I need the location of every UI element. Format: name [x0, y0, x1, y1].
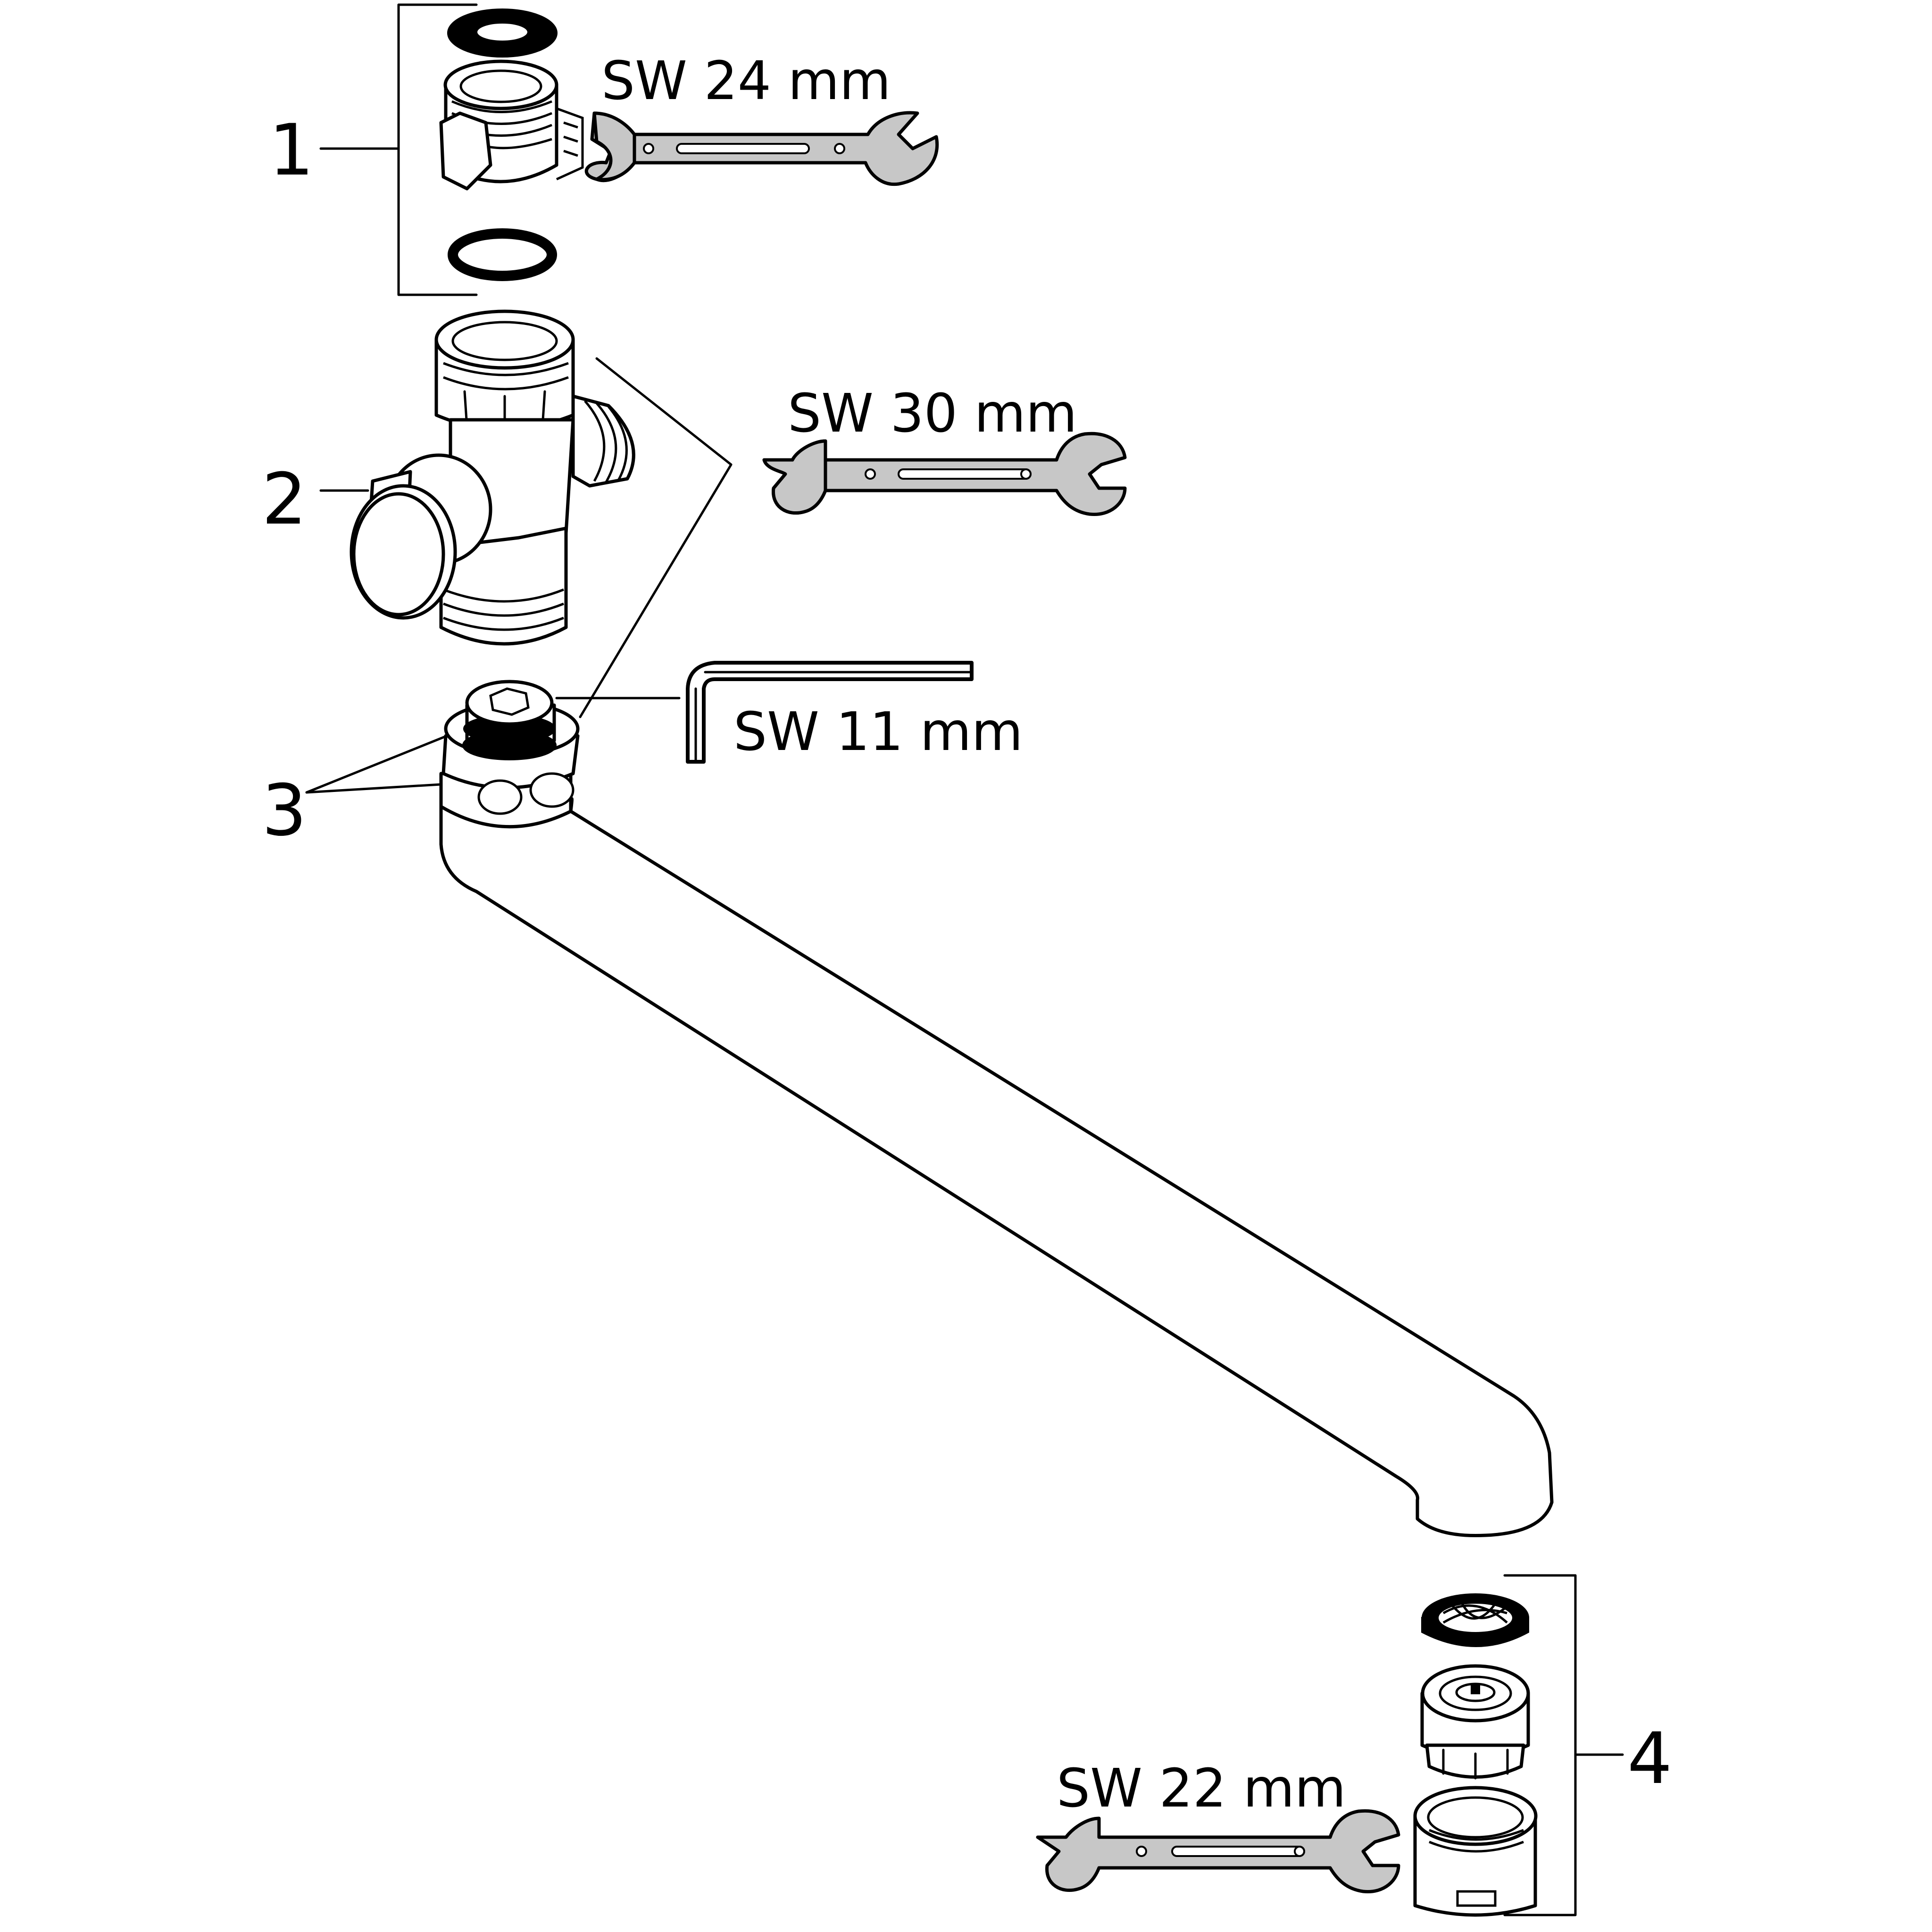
aerator-housing — [1413, 1786, 1538, 1917]
callout-2: 2 — [262, 458, 307, 541]
callout-3: 3 — [262, 770, 307, 852]
leader-sw30 — [579, 357, 733, 718]
spout-tube — [439, 797, 1554, 1538]
wrench-sw30-label: SW 30 mm — [788, 383, 1077, 444]
aerator-screen — [1421, 1593, 1529, 1647]
callout-4: 4 — [1627, 1718, 1672, 1800]
adapter-nipple — [439, 59, 584, 191]
leader-3b — [305, 782, 466, 794]
o-ring-bottom — [448, 228, 557, 281]
wrench-sw22: SW 22 mm — [1036, 1758, 1400, 1894]
leader-3a — [305, 727, 466, 794]
wrench-sw22-label: SW 22 mm — [1057, 1758, 1346, 1819]
part-group-4 — [1413, 1574, 1624, 1917]
part-group-2 — [319, 309, 635, 646]
wrench-sw24: SW 24 mm — [584, 50, 939, 186]
wrench-sw24-label: SW 24 mm — [601, 50, 891, 112]
part-group-1 — [319, 3, 584, 296]
hex-key-sw11: SW 11 mm — [555, 661, 1023, 764]
callout-1: 1 — [269, 109, 314, 192]
wrench-sw30: SW 30 mm — [762, 383, 1127, 516]
bracket-4 — [1503, 1574, 1577, 1916]
hex-key-sw11-label: SW 11 mm — [733, 701, 1023, 763]
part-group-3 — [305, 680, 1554, 1538]
aerator-insert — [1420, 1664, 1530, 1780]
